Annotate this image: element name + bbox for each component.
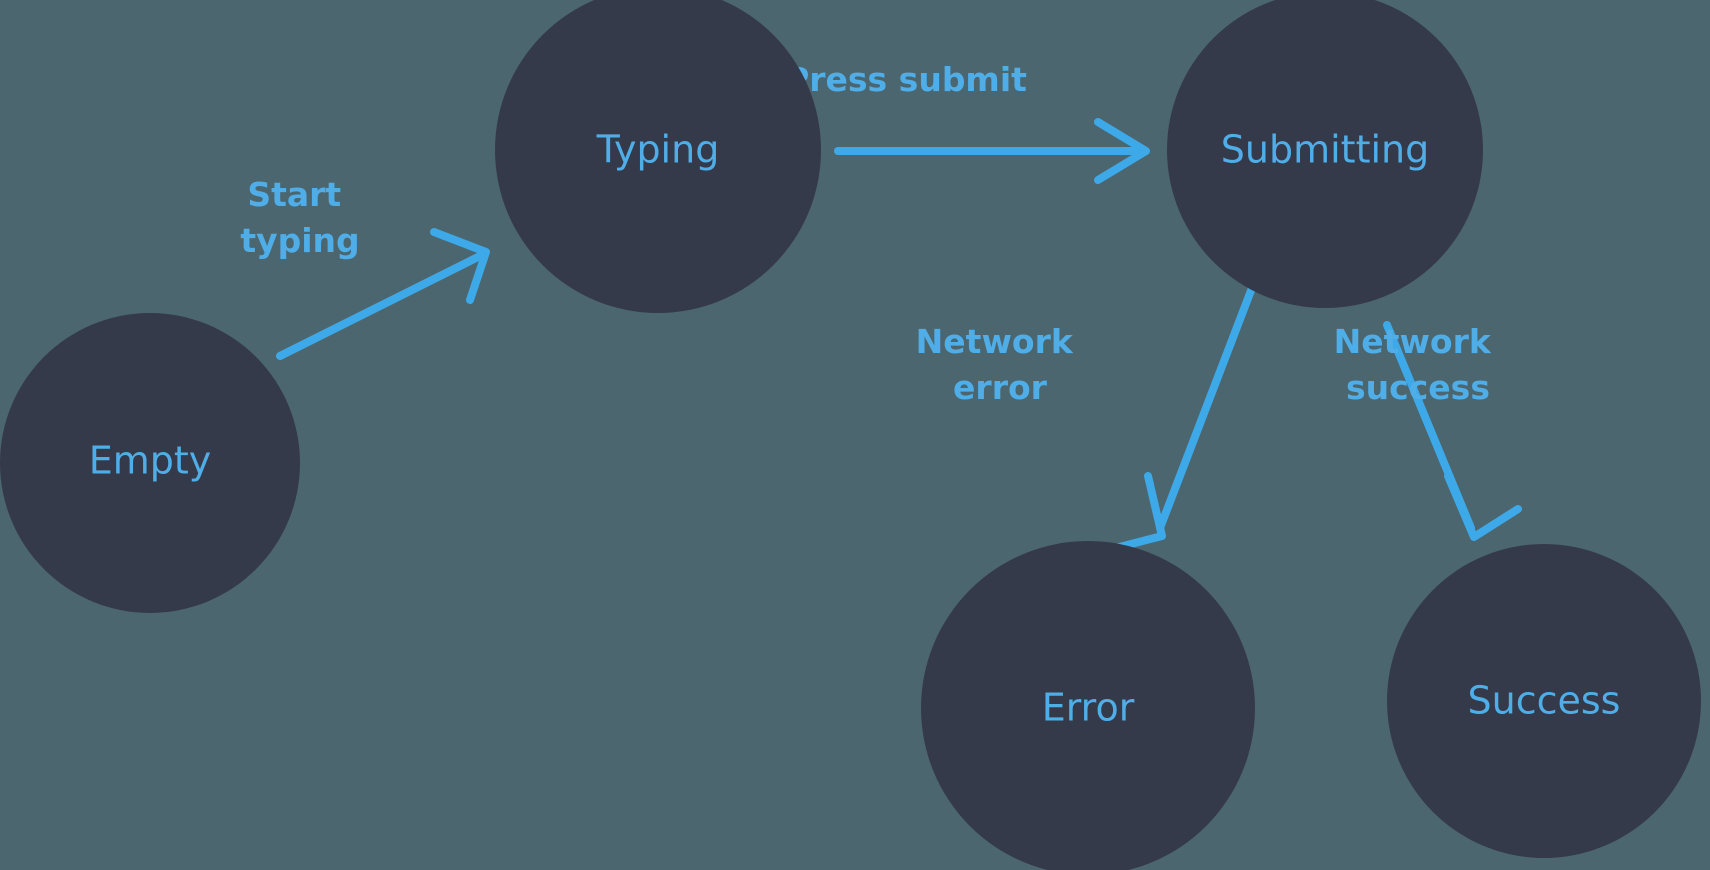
node-shape — [0, 313, 300, 613]
edge-label-line: typing — [240, 221, 359, 260]
edge-label-line: success — [1346, 368, 1490, 407]
node-shape — [1167, 0, 1483, 308]
edge-label-network-success: Network success — [1334, 322, 1503, 407]
arrowhead-icon — [430, 228, 490, 304]
state-node-empty[interactable]: Empty — [0, 313, 300, 613]
arrowhead-icon — [1104, 472, 1166, 554]
node-label-empty: Empty — [89, 439, 212, 483]
node-shape — [495, 0, 821, 313]
state-node-success[interactable]: Success — [1387, 544, 1701, 858]
edge-label-line: Start — [247, 175, 341, 214]
edge-label-line: Press submit — [785, 60, 1027, 99]
edge-label-network-error: Network error — [916, 322, 1085, 407]
node-label-typing: Typing — [596, 128, 720, 172]
edge-empty-to-typing[interactable]: Start typing — [240, 175, 490, 360]
edge-label-start-typing: Start typing — [240, 175, 359, 260]
edge-line — [276, 250, 488, 360]
node-label-success: Success — [1468, 679, 1621, 723]
node-shape — [921, 541, 1255, 870]
arrowhead-icon — [1444, 472, 1522, 541]
node-shape — [1387, 544, 1701, 858]
node-label-error: Error — [1042, 686, 1135, 730]
arrowhead-icon — [1094, 118, 1150, 184]
edge-submitting-to-success[interactable]: Network success — [1334, 321, 1522, 541]
node-label-submitting: Submitting — [1221, 128, 1429, 172]
edge-typing-to-submitting[interactable]: Press submit — [785, 60, 1150, 184]
edge-label-line: Network — [1334, 322, 1492, 361]
edge-label-line: Network — [916, 322, 1074, 361]
state-node-submitting[interactable]: Submitting — [1167, 0, 1483, 308]
edge-label-press-submit: Press submit — [785, 60, 1027, 99]
edge-line — [1156, 284, 1256, 532]
state-node-typing[interactable]: Typing — [495, 0, 821, 313]
edge-label-line: error — [953, 368, 1048, 407]
edge-submitting-to-error[interactable]: Network error — [916, 284, 1256, 554]
state-node-error[interactable]: Error — [921, 541, 1255, 870]
